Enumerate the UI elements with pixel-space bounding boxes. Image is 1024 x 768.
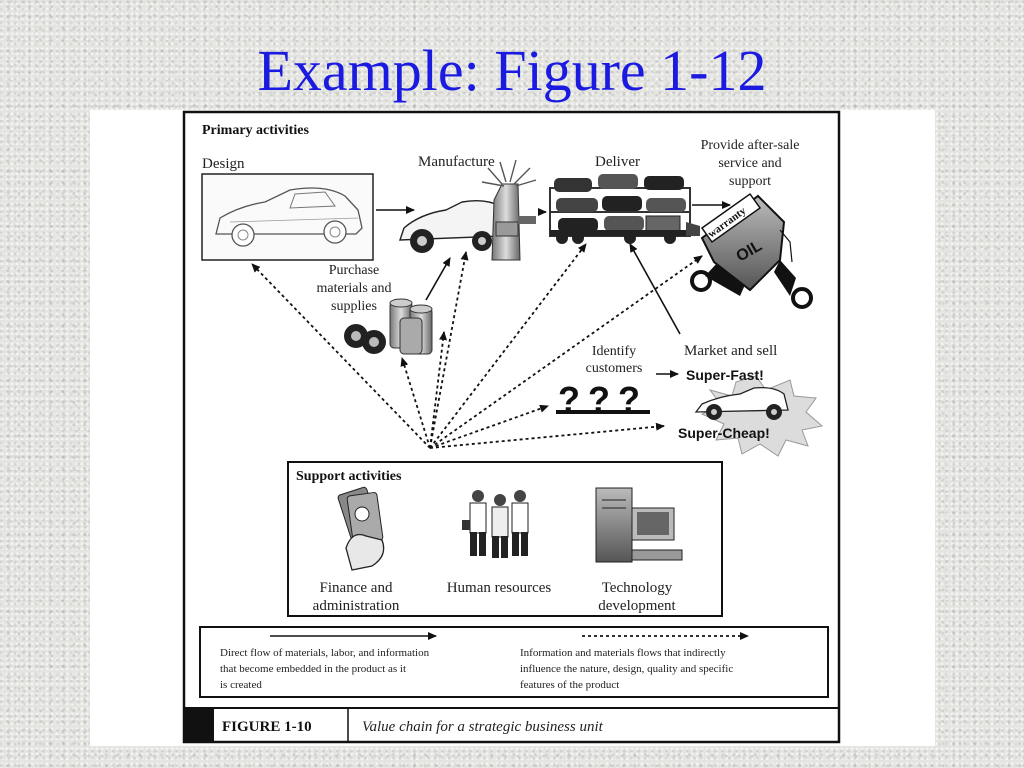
- legend-indirect-line3: features of the product: [520, 679, 619, 691]
- legend-indirect-line1: Information and materials flows that ind…: [520, 647, 726, 659]
- legend-direct-line1: Direct flow of materials, labor, and inf…: [220, 647, 430, 659]
- question-mark-3: ?: [618, 379, 640, 420]
- value-chain-diagram: Primary activities Design Manufacture De…: [182, 110, 841, 744]
- technology-label-line2: development: [598, 598, 676, 614]
- dotted-arrow-to-service: [429, 255, 703, 449]
- finance-label-line1: Finance and: [320, 580, 393, 596]
- dotted-arrow-to-deliver: [429, 243, 587, 449]
- slide-title: Example: Figure 1-12: [257, 38, 767, 103]
- purchase-label-line2: materials and: [316, 281, 391, 296]
- arrow-purchase-to-manufacture: [425, 257, 451, 301]
- design-label: Design: [202, 156, 245, 172]
- warranty-oil-can-image: warranty OIL: [690, 192, 813, 309]
- human-resources-label: Human resources: [447, 580, 552, 596]
- legend-indirect-line2: influence the nature, design, quality an…: [520, 663, 733, 675]
- after-sale-label-line1: Provide after-sale: [701, 138, 800, 153]
- finance-money-hand-icon: [337, 486, 385, 571]
- after-sale-label-line2: service and: [718, 156, 781, 171]
- question-mark-1: ?: [558, 379, 580, 420]
- dotted-arrow-to-market: [429, 422, 665, 449]
- legend-direct-line2: that become embedded in the product as i…: [220, 663, 406, 675]
- finance-label-line2: administration: [313, 598, 400, 614]
- customers-question-marks-image: ? ? ?: [556, 379, 650, 420]
- technology-computer-icon: [595, 487, 683, 563]
- market-starburst-car-image: [694, 375, 824, 457]
- after-sale-label-line3: support: [729, 174, 771, 189]
- caption-text: Value chain for a strategic business uni…: [362, 719, 604, 735]
- identify-label-line1: Identify: [592, 344, 636, 359]
- deliver-label: Deliver: [595, 154, 640, 170]
- identify-label-line2: customers: [586, 361, 643, 376]
- direct-flow-arrows: [376, 201, 731, 378]
- question-mark-2: ?: [588, 379, 610, 420]
- indirect-flow-arrows: [251, 243, 703, 449]
- figure-panel: Primary activities Design Manufacture De…: [90, 110, 935, 746]
- dotted-arrow-to-design: [251, 263, 431, 449]
- primary-activities-heading: Primary activities: [202, 123, 309, 138]
- support-activities-heading: Support activities: [296, 469, 402, 484]
- legend-direct-line3: is created: [220, 679, 262, 691]
- super-cheap-label: Super-Cheap!: [678, 425, 770, 441]
- dotted-arrow-to-purchase-1: [429, 331, 448, 449]
- legend-box: [199, 626, 829, 698]
- dotted-arrow-to-manufacture: [429, 251, 469, 449]
- figure-frame: [182, 110, 841, 744]
- technology-label-line1: Technology: [602, 580, 673, 596]
- human-resources-people-icon: [462, 490, 529, 558]
- purchase-label-line1: Purchase: [329, 263, 380, 278]
- manufacture-label: Manufacture: [418, 154, 495, 170]
- super-fast-label: Super-Fast!: [686, 367, 764, 383]
- purchase-label-line3: supplies: [331, 299, 377, 314]
- design-car-sketch: [201, 173, 374, 261]
- figure-caption: FIGURE 1-10 Value chain for a strategic …: [184, 707, 839, 742]
- dotted-arrow-to-purchase-2: [400, 357, 431, 449]
- dotted-arrow-to-identify: [429, 404, 549, 449]
- supplies-barrels-tires-image: [344, 298, 433, 355]
- caption-label: FIGURE 1-10: [222, 719, 312, 735]
- market-label: Market and sell: [684, 343, 777, 359]
- deliver-car-carrier-image: [549, 174, 700, 244]
- manufacture-car-image: [399, 159, 537, 261]
- arrow-market-to-deliver: [629, 243, 681, 335]
